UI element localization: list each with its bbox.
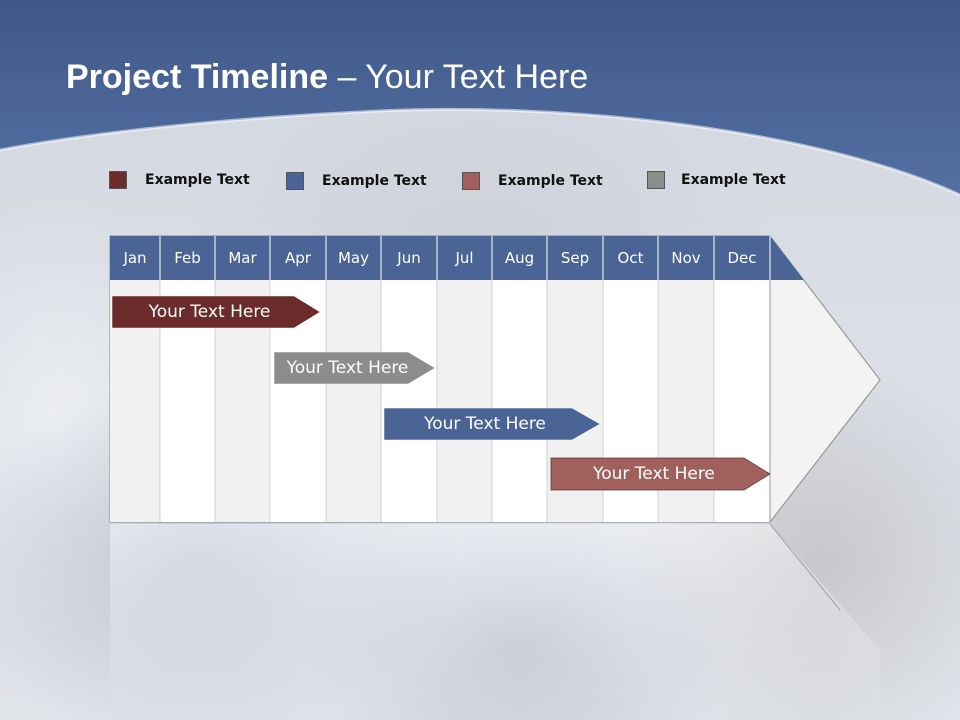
month-label: Jan <box>123 249 147 267</box>
bar-label: Your Text Here <box>286 358 409 378</box>
month-label: Sep <box>560 249 590 267</box>
month-label: May <box>337 249 369 267</box>
page-title: Project Timeline – Your Text Here <box>66 58 588 97</box>
timeline-bar-1 <box>111 295 321 329</box>
bar-label: Your Text Here <box>593 464 715 484</box>
timeline-bar-2 <box>273 351 436 385</box>
month-label: Mar <box>228 249 257 267</box>
month-header-band <box>110 236 804 280</box>
legend-item-1: Example Text <box>109 171 250 189</box>
legend-item-4: Example Text <box>647 171 786 189</box>
legend-label: Example Text <box>498 173 603 189</box>
legend-label: Example Text <box>145 172 250 188</box>
title-rest: – Your Text Here <box>328 58 589 96</box>
bar-label: Your Text Here <box>148 302 271 322</box>
month-label: Oct <box>617 249 644 267</box>
month-label: Aug <box>504 249 535 267</box>
month-label: Dec <box>727 249 757 267</box>
month-column <box>326 280 381 522</box>
month-column <box>437 280 492 522</box>
month-label: Feb <box>174 249 201 267</box>
month-label: Jun <box>397 249 421 267</box>
legend-swatch <box>462 172 480 190</box>
month-column <box>381 280 437 522</box>
legend-label: Example Text <box>681 172 786 188</box>
title-bold: Project Timeline <box>66 58 329 96</box>
legend-item-3: Example Text <box>462 172 603 190</box>
legend-swatch <box>647 171 665 189</box>
month-label: Nov <box>671 249 701 267</box>
month-label: Jul <box>455 249 474 267</box>
legend-swatch <box>286 172 304 190</box>
timeline-bar-4 <box>550 457 771 491</box>
timeline-bar-3 <box>383 407 601 441</box>
legend-label: Example Text <box>322 173 427 189</box>
bar-label: Your Text Here <box>424 414 546 434</box>
timeline-reflection <box>110 524 880 720</box>
month-column <box>492 280 547 522</box>
legend-item-2: Example Text <box>286 172 427 190</box>
legend-swatch <box>109 171 127 189</box>
month-label: Apr <box>285 249 311 267</box>
header-band <box>0 0 960 197</box>
